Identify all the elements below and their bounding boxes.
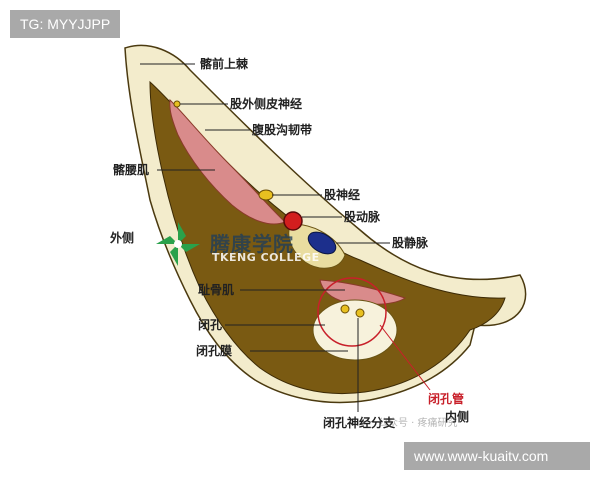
leader-lines xyxy=(140,63,390,412)
label-obturator-canal: 闭孔管 xyxy=(428,392,465,406)
watermark-faint-text: 公众号 · 疼痛研究 xyxy=(378,418,458,429)
label-lateral: 外侧 xyxy=(110,231,135,245)
obturator-membrane xyxy=(312,299,398,361)
watermark-college-name-en: TKENG COLLEGE xyxy=(212,251,320,264)
label-femoral-vein: 股静脉 xyxy=(392,236,429,250)
label-femoral-nerve: 股神经 xyxy=(324,188,361,202)
label-inguinal-ligament: 腹股沟韧带 xyxy=(252,123,313,137)
label-pectineus: 耻骨肌 xyxy=(198,283,235,297)
iliopsoas-muscle xyxy=(169,98,286,225)
label-femoral-artery: 股动脉 xyxy=(344,210,381,224)
femoral-nerve xyxy=(258,189,274,201)
label-lfcn: 股外侧皮神经 xyxy=(230,97,303,111)
obturator-nerve-branch-2 xyxy=(355,308,365,318)
femoral-artery xyxy=(283,211,303,231)
overlay-tag-bottom-right: www.www-kuaitv.com xyxy=(404,442,590,470)
obturator-canal-ring xyxy=(317,277,387,347)
watermark-college-name-cn: 腾康学院 xyxy=(210,232,294,256)
label-medial: 内侧 xyxy=(445,410,470,424)
lateral-femoral-cutaneous-nerve xyxy=(173,100,181,108)
femoral-vein xyxy=(307,231,337,255)
label-asis: 髂前上棘 xyxy=(200,57,249,71)
label-obturator-membrane: 闭孔膜 xyxy=(196,344,233,358)
label-iliopsoas: 髂腰肌 xyxy=(113,163,150,177)
label-obturator-foramen: 闭孔 xyxy=(198,318,223,332)
obturator-canal-leader xyxy=(379,324,431,391)
label-obturator-nerve-branch: 闭孔神经分支 xyxy=(323,416,396,430)
college-logo-icon xyxy=(156,222,200,266)
overlay-tag-top-left: TG: MYYJJPP xyxy=(10,10,121,38)
leader-obturator-canal xyxy=(379,324,431,391)
obturator-nerve-branch-1 xyxy=(340,304,350,314)
